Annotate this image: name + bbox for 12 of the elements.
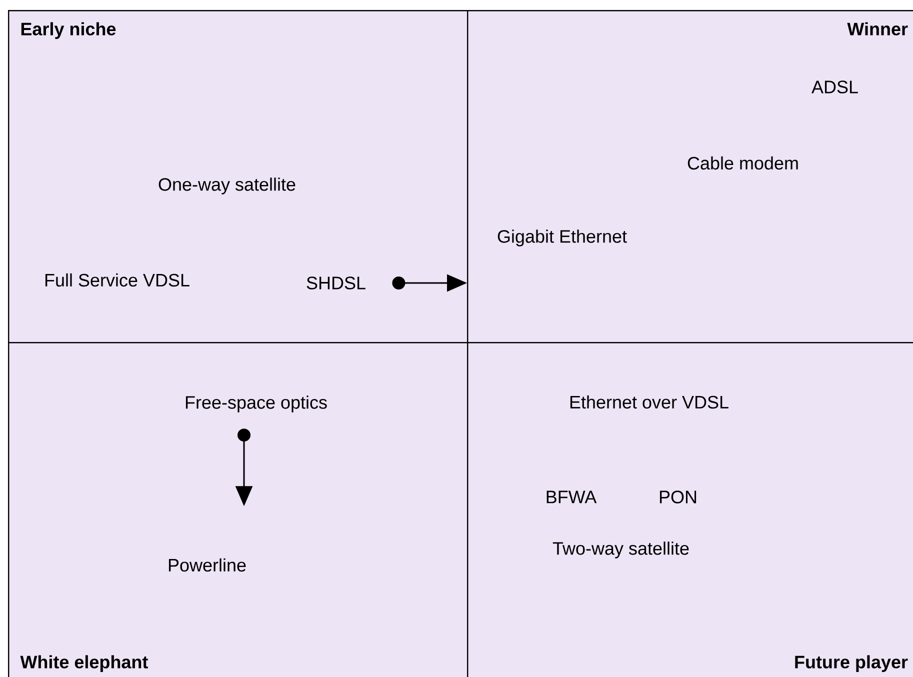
technology-label: BFWA: [546, 490, 597, 504]
technology-label: Powerline: [168, 558, 246, 572]
technology-label: ADSL: [812, 80, 858, 94]
technology-label: PON: [660, 490, 696, 504]
technology-label: Free-space optics: [186, 396, 327, 412]
technology-label: SHDSL: [306, 276, 366, 290]
technology-label: Two-way satellite: [552, 542, 689, 558]
technology-label: Cable modem: [688, 156, 798, 170]
technology-label: Full Service VDSL: [45, 273, 190, 287]
technology-label: One-way satellite: [158, 178, 296, 194]
technology-label: Gigabit Ethernet: [498, 230, 627, 246]
technology-label: Ethernet over VDSL: [570, 395, 728, 409]
